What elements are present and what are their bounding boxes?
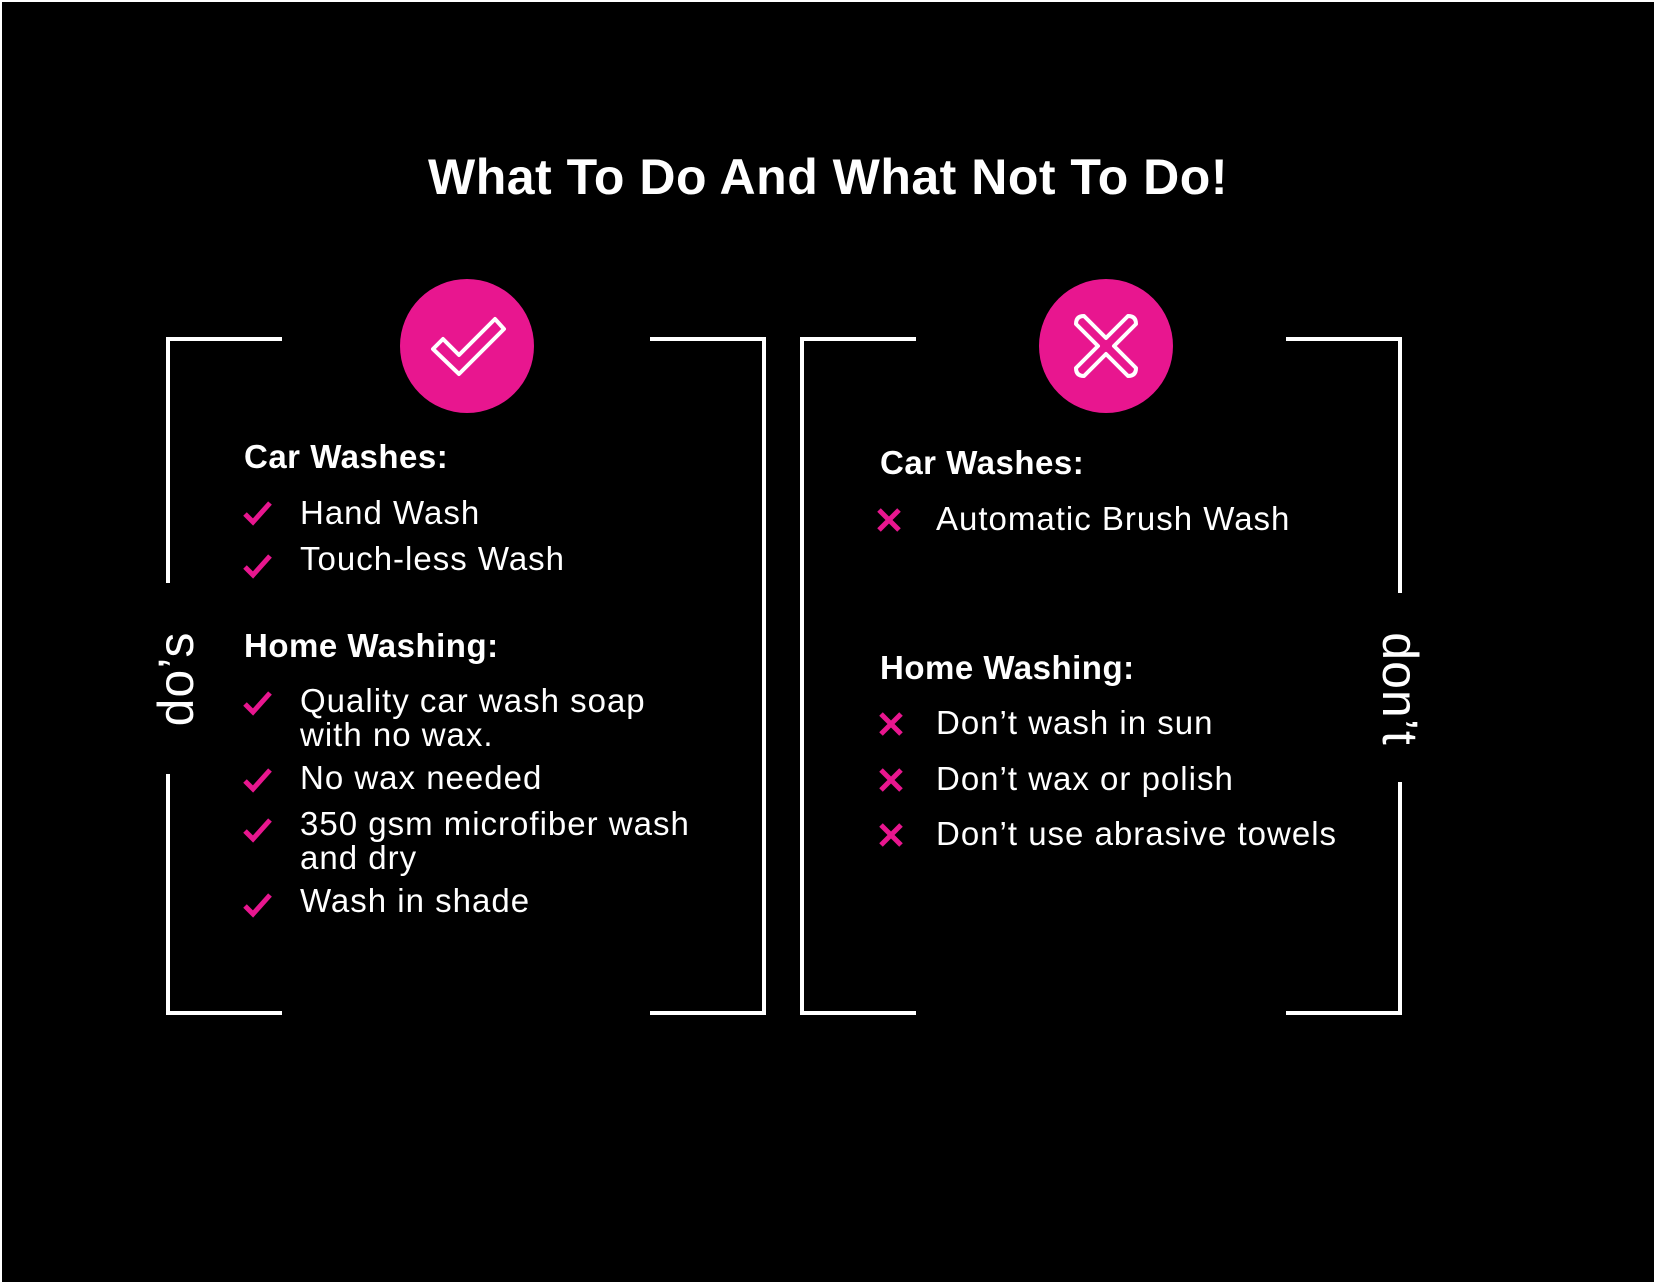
dos-home-washing-item: Wash in shade	[300, 882, 531, 919]
dos-badge	[400, 279, 534, 413]
donts-car-wash-item: Automatic Brush Wash	[936, 500, 1291, 537]
cross-icon	[879, 768, 903, 792]
dos-bracket-top-left	[166, 337, 282, 341]
dos-bracket-left-upper	[166, 337, 170, 583]
donts-bracket-top-left	[800, 337, 916, 341]
donts-home-washing-item: Don’t use abrasive towels	[936, 815, 1338, 852]
dos-side-label: do’s	[148, 631, 204, 727]
donts-bracket-bottom-right	[1286, 1011, 1402, 1015]
checkmark-icon	[431, 317, 506, 376]
dos-bracket-right	[762, 337, 766, 1015]
dos-home-washing-heading: Home Washing:	[244, 627, 499, 664]
dos-car-wash-item: Touch-less Wash	[300, 540, 566, 577]
x-mark-icon	[1074, 314, 1138, 378]
donts-side-label: don’t	[1372, 632, 1428, 746]
donts-home-washing-heading: Home Washing:	[880, 649, 1135, 686]
cross-icon	[879, 823, 903, 847]
donts-bracket-top-right	[1286, 337, 1402, 341]
donts-bracket-bottom-left	[800, 1011, 916, 1015]
check-icon	[243, 893, 272, 918]
check-icon	[243, 768, 272, 793]
check-icon	[243, 691, 272, 716]
dos-home-washing-item: Quality car wash soap with no wax.	[300, 682, 646, 753]
dos-car-washes-heading: Car Washes:	[244, 438, 449, 475]
donts-car-washes-heading: Car Washes:	[880, 444, 1085, 481]
dos-home-washing-item: No wax needed	[300, 759, 543, 796]
check-icon	[243, 818, 272, 843]
dos-bracket-bottom-left	[166, 1011, 282, 1015]
dos-bracket-bottom-right	[650, 1011, 766, 1015]
donts-badge	[1039, 279, 1173, 413]
check-icon	[243, 501, 272, 526]
donts-home-washing-item: Don’t wax or polish	[936, 760, 1234, 797]
check-icon	[243, 554, 272, 579]
page-title: What To Do And What Not To Do!	[428, 149, 1228, 205]
dos-bracket-left-lower	[166, 774, 170, 1015]
donts-bracket-right-lower	[1398, 782, 1402, 1015]
donts-bracket-right-upper	[1398, 337, 1402, 593]
dos-bracket-top-right	[650, 337, 766, 341]
donts-home-washing-item: Don’t wash in sun	[936, 704, 1214, 741]
cross-icon	[877, 508, 901, 532]
cross-icon	[879, 712, 903, 736]
dos-home-washing-item: 350 gsm microfiber wash and dry	[300, 805, 690, 876]
dos-car-wash-item: Hand Wash	[300, 494, 481, 531]
donts-bracket-left	[800, 337, 804, 1015]
